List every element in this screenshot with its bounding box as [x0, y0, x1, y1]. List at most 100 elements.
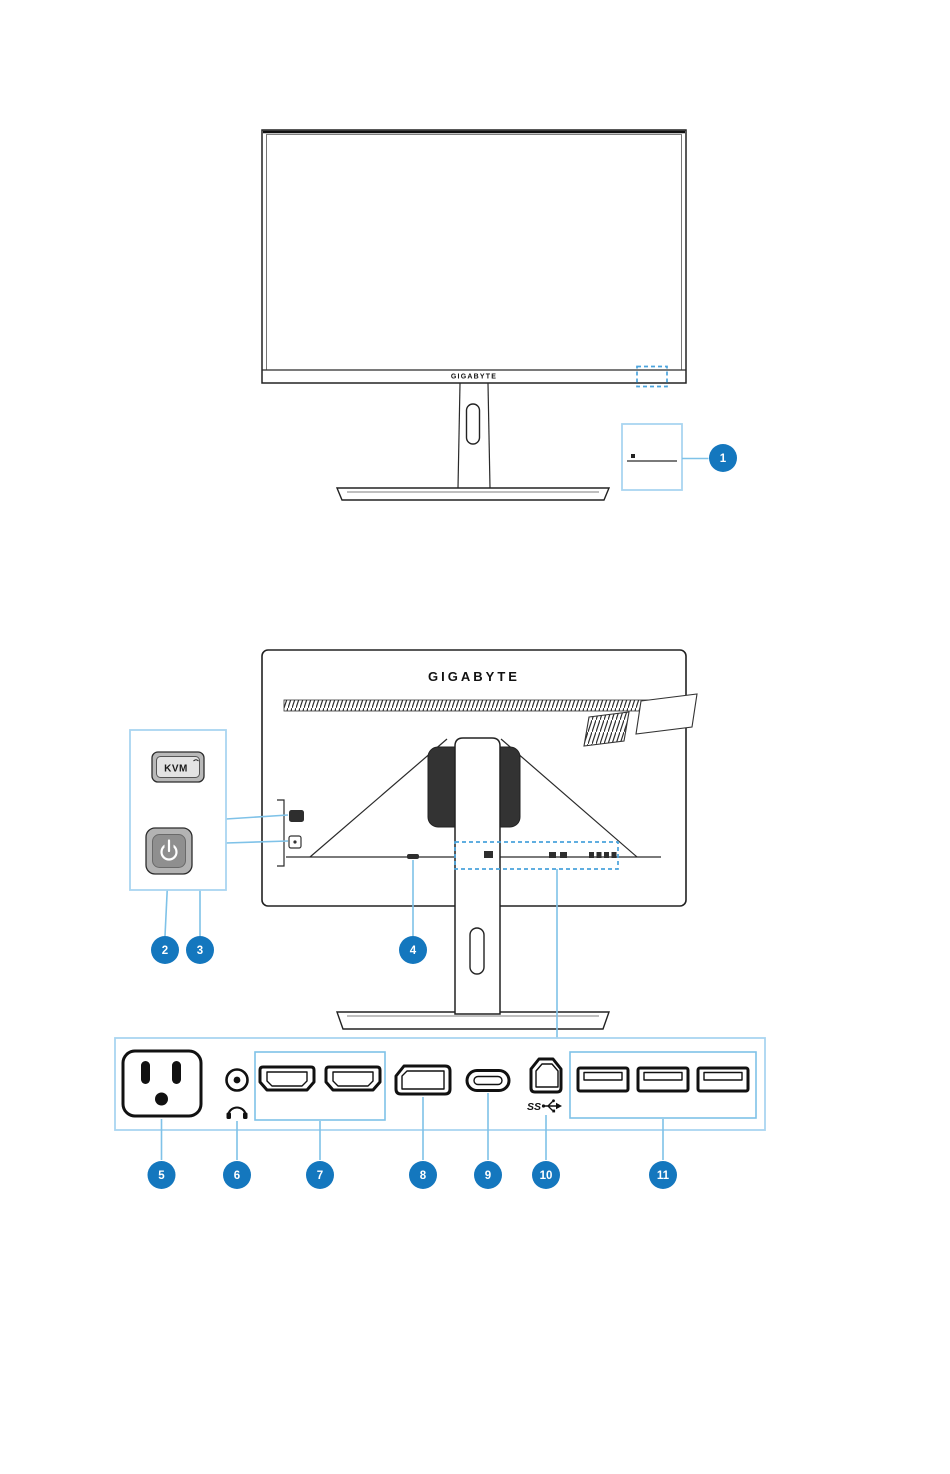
trident-branch-down: [547, 1105, 553, 1111]
rear-kvm-button-icon: [289, 810, 304, 822]
callout-circle: [306, 1161, 334, 1189]
callout-number: 10: [540, 1170, 553, 1182]
power-inlet-pin-left: [141, 1061, 150, 1084]
front-stand-neck-right: [487, 383, 491, 489]
callout-marker-control-button: 2: [151, 936, 179, 964]
hdmi-ports: [254, 1051, 386, 1121]
power-inlet-pin-right: [172, 1061, 181, 1084]
control-module-edge: [277, 799, 285, 867]
port-mark: [589, 852, 594, 858]
callout-circle: [147, 1161, 176, 1189]
rear-control-button-icon: [288, 835, 302, 849]
rear-stand-column: [454, 737, 501, 1015]
callout-circle: [151, 936, 179, 964]
front-stand-neck-left: [457, 383, 461, 489]
power-inlet-outline: [121, 1049, 203, 1118]
headphone-icon-ear-right: [243, 1112, 248, 1119]
callout-number: 8: [420, 1170, 427, 1182]
rear-view-diagram: GIGABYTE: [129, 649, 698, 1038]
trident-branch-square: [552, 1109, 556, 1113]
front-monitor-outline: [261, 129, 687, 384]
usb-a-tongue: [583, 1071, 623, 1081]
kvm-switch-icon: [193, 759, 199, 762]
rear-label-sticker: [635, 693, 698, 735]
callout-number: 9: [485, 1170, 491, 1182]
usb-3-ports: [569, 1051, 757, 1119]
port-mark: [611, 852, 617, 858]
callout-circle: [709, 444, 737, 472]
power-led-highlight-dashed-box: [636, 365, 668, 388]
callout-number: 11: [657, 1170, 670, 1182]
usb-superspeed-icon: SS: [527, 1099, 562, 1113]
front-brand-logo: GIGABYTE: [451, 374, 497, 381]
hdmi-group-box: [254, 1051, 386, 1121]
usb-group-box: [569, 1051, 757, 1119]
power-input-jack: [121, 1049, 203, 1118]
callout-marker-power-input: 5: [147, 1161, 176, 1189]
hdmi-slot: [332, 1071, 374, 1087]
headphone-icon: [226, 1106, 248, 1119]
callout-circle: [186, 936, 214, 964]
port-mark: [484, 851, 493, 858]
callout-circle: [649, 1161, 677, 1189]
callout-marker-power-led: 1: [709, 444, 737, 472]
rear-port-marks: [484, 851, 617, 858]
rear-barcode-sticker: [583, 711, 630, 747]
displayport-slot: [401, 1070, 445, 1090]
callout-circle: [223, 1161, 251, 1189]
power-inlet-pin-ground: [155, 1092, 168, 1106]
usb-a-port-2: [636, 1066, 690, 1093]
port-mark: [560, 852, 567, 858]
usb-a-port-1: [576, 1066, 630, 1093]
callout-marker-headphone: 6: [223, 1161, 251, 1189]
trident-arrowhead: [556, 1102, 562, 1110]
kensington-lock-slot: [407, 854, 419, 859]
headphone-icon-ear-left: [226, 1112, 231, 1119]
callout-number: 6: [234, 1170, 240, 1182]
leader-line-kvm-location: [225, 814, 289, 820]
usb-c-slot: [473, 1075, 503, 1086]
callout-marker-usb-upstream: 10: [532, 1161, 560, 1189]
displayport: [394, 1064, 452, 1096]
headphone-jack: [225, 1068, 249, 1119]
callout-number: 2: [162, 945, 168, 957]
callout-marker-displayport: 8: [409, 1161, 437, 1189]
kvm-button-face: [156, 756, 200, 778]
usb-a-tongue: [703, 1071, 743, 1081]
hdmi-outline: [258, 1065, 316, 1092]
usb-b-slot: [535, 1063, 559, 1088]
callout-number: 5: [158, 1170, 165, 1182]
port-mark: [604, 852, 609, 858]
headphone-jack-hole: [233, 1076, 241, 1084]
usb-type-c-port: [465, 1069, 511, 1092]
port-mark: [596, 852, 602, 858]
superspeed-label: SS: [527, 1101, 541, 1113]
callout-circle: [474, 1161, 502, 1189]
front-stand-base: [335, 487, 611, 501]
trident-branch-dot: [552, 1099, 555, 1103]
callout-marker-hdmi: 7: [306, 1161, 334, 1189]
displayport-outline: [394, 1064, 452, 1096]
rear-brand-logo: GIGABYTE: [428, 669, 520, 684]
callout-circle: [399, 936, 427, 964]
callout-circle: [532, 1161, 560, 1189]
callout-marker-kensington: 4: [399, 936, 427, 964]
hdmi-slot: [266, 1071, 308, 1087]
leader-line-control-location: [225, 840, 289, 844]
ports-highlight-dashed-box: [454, 841, 619, 870]
kvm-button: KVM: [151, 751, 205, 783]
callout-marker-usb-c: 9: [474, 1161, 502, 1189]
callout-number: 3: [197, 945, 203, 957]
hdmi-outline: [324, 1065, 382, 1092]
callout-number: 1: [720, 453, 727, 465]
callout-number: 4: [410, 945, 417, 957]
rear-panel-left-diagonal: [309, 738, 448, 858]
rear-stand-cable-hole: [469, 927, 485, 975]
rear-panel-right-diagonal: [500, 738, 638, 858]
hdmi-port-2: [324, 1065, 382, 1092]
trident-branch-up: [547, 1101, 553, 1107]
usb-upstream-port: SS: [527, 1057, 563, 1113]
usb-c-outline: [465, 1069, 511, 1092]
port-mark: [549, 852, 556, 858]
